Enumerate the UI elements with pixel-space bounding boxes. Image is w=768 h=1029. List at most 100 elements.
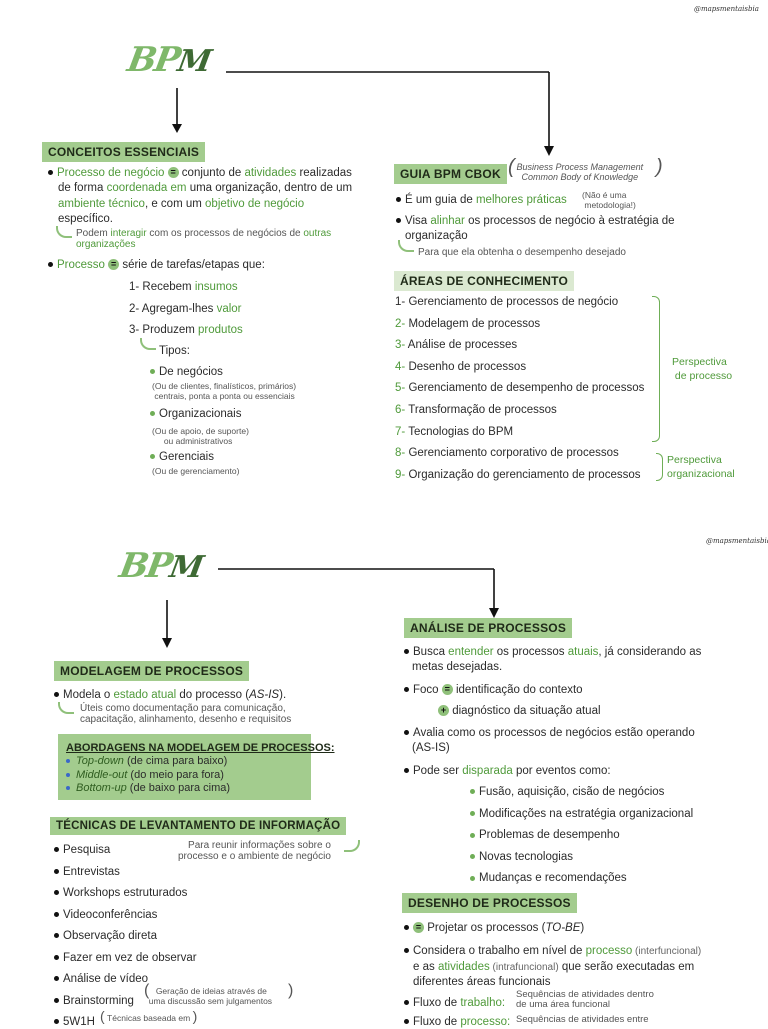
tecnica-item: Observação direta [54, 929, 157, 943]
bullet [396, 218, 401, 224]
tecnica-item: Workshops estruturados [54, 886, 187, 900]
bullet [54, 954, 59, 960]
text: 2- Agregam-lhes [129, 303, 217, 315]
processo-negocio-line3: ambiente técnico, e com um objetivo de n… [58, 197, 304, 211]
curved-arrow-icon [140, 338, 156, 350]
text: Para reunir informações sobre o [188, 840, 331, 851]
equals-icon: = [413, 922, 424, 934]
text: (interfuncional) [632, 946, 702, 957]
brainstorming-note: ( Geração de ideias através de uma discu… [144, 982, 294, 1006]
bullet [404, 925, 409, 931]
bullet [54, 847, 59, 853]
text: Ou de clientes, finalísticos, primários [154, 381, 294, 391]
bullet [54, 692, 59, 698]
text: processo: [460, 1016, 511, 1028]
text: diagnóstico da situação atual [452, 705, 601, 717]
area-label: Tecnologias do BPM [408, 425, 514, 438]
bullet [66, 786, 70, 791]
area-item: 8- Gerenciamento corporativo de processo… [395, 446, 619, 460]
text: ). [279, 689, 287, 701]
desenho-bullet-2c: diferentes áreas funcionais [413, 976, 551, 988]
bullet [470, 854, 475, 860]
text: metodologia! [584, 199, 634, 210]
text: Middle-out [76, 768, 128, 781]
desenho-bullet-1: = Projetar os processos (TO-BE) [404, 921, 584, 935]
bullet [48, 262, 53, 268]
abordagens-box [58, 734, 311, 800]
bullet [54, 868, 59, 874]
text: alinhar [430, 215, 465, 227]
text: Business Process Management [516, 162, 644, 172]
cbok-bullet-2b: organização [405, 230, 468, 242]
text: processo e o ambiente de negócio [178, 851, 331, 862]
processo-negocio-line4: específico. [58, 213, 113, 225]
text: Úteis como documentação para comunicação… [80, 703, 286, 714]
modelagem-bullet: Modela o estado atual do processo (AS-IS… [54, 688, 286, 702]
text: conjunto de [178, 167, 245, 179]
tipo-negocios: De negócios [150, 365, 223, 379]
text: Projetar os processos ( [427, 922, 546, 934]
tecnica-label: Workshops estruturados [63, 887, 188, 899]
tecnicas-title: TÉCNICAS DE LEVANTAMENTO DE INFORMAÇÃO [50, 817, 347, 835]
evento-item: Novas tecnologias [470, 850, 573, 864]
bullet [150, 454, 155, 460]
fluxo-processo-note: Sequências de atividades entre [516, 1014, 649, 1025]
text: os processos [493, 646, 568, 658]
step-1: 1- Recebem insumos [129, 280, 238, 294]
text: (de cima para baixo) [123, 755, 228, 767]
text: de uma área funcional [516, 998, 611, 1010]
areas-conhecimento-title: ÁREAS DE CONHECIMENTO [394, 271, 574, 291]
text: de processo [674, 370, 733, 382]
bullet [54, 890, 59, 896]
tecnica-item: Videoconferências [54, 908, 157, 922]
text: Pode ser [413, 765, 463, 777]
text: entender [448, 646, 494, 658]
step-3: 3- Produzem produtos [129, 323, 243, 337]
text: Perspectiva [667, 454, 722, 466]
evento-item: Fusão, aquisição, cisão de negócios [470, 785, 664, 799]
curved-arrow-icon [398, 240, 414, 252]
text: coordenada em [106, 182, 187, 194]
desenho-bullet-3: Fluxo de trabalho: [404, 996, 505, 1010]
text: atuais [567, 646, 599, 658]
area-number: 9- [395, 468, 406, 481]
text: Fluxo de [413, 1016, 461, 1028]
area-item: 5- Gerenciamento de desempenho de proces… [395, 381, 644, 395]
foco-b-line: + diagnóstico da situação atual [438, 704, 601, 718]
bullet [54, 997, 59, 1003]
text: Considera o trabalho em nível de [413, 945, 586, 957]
text: outras [303, 228, 332, 239]
tecnica-label: Brainstorming [63, 994, 134, 1007]
area-label: Gerenciamento de desempenho de processos [408, 382, 645, 395]
text: uma discussão sem julgamentos [148, 995, 273, 1006]
bullet [54, 976, 59, 982]
equals-icon: = [441, 684, 453, 696]
area-label: Gerenciamento de processos de negócio [408, 296, 619, 308]
processo-negocio-term: Processo de negócio [57, 167, 165, 179]
bullet [150, 411, 155, 417]
bullet [54, 933, 59, 939]
evento-label: Mudanças e recomendações [479, 872, 627, 885]
text: Avalia como os processos de negócios est… [413, 727, 695, 739]
text: Fluxo de [413, 997, 461, 1009]
tipo-gerenciais-note: (Ou de gerenciamento) [152, 466, 240, 476]
area-number: 8- [395, 447, 406, 460]
bullet [404, 768, 409, 774]
evento-label: Fusão, aquisição, cisão de negócios [479, 786, 665, 798]
text: , e com um [144, 198, 206, 210]
guia-bpm-cbok-title: GUIA BPM CBOK [394, 164, 507, 184]
desenho-title: DESENHO DE PROCESSOS [402, 893, 577, 913]
area-item: 6- Transformação de processos [395, 403, 557, 417]
text: (de baixo para cima) [126, 782, 231, 794]
analise-bullet-4: Pode ser disparada por eventos como: [404, 764, 611, 778]
desenho-bullet-2: Considera o trabalho em nível de process… [404, 944, 701, 959]
area-label: Análise de processes [407, 339, 518, 352]
text: melhores práticas [475, 194, 567, 206]
equals-icon: = [108, 259, 120, 271]
equals-icon: = [167, 167, 179, 179]
text: capacitação, alinhamento, desenho e requ… [80, 714, 292, 725]
text: de forma [58, 182, 107, 194]
text: ambiente técnico [58, 198, 145, 210]
tecnica-label: Fazer em vez de observar [63, 951, 197, 964]
processo-term: Processo [57, 259, 105, 271]
